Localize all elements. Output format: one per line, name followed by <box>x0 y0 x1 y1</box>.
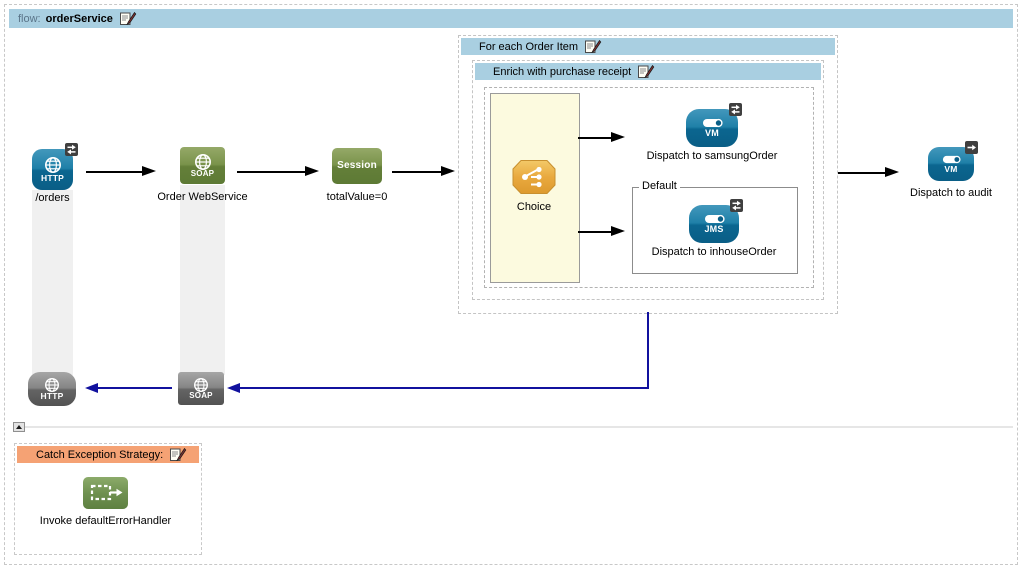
flow-header[interactable]: flow: orderService <box>9 9 1013 28</box>
jms-icon[interactable]: JMS <box>689 199 743 243</box>
session-icon-text: Session <box>337 160 377 171</box>
globe-icon <box>45 377 60 392</box>
flow-ref-glyph-icon <box>90 484 123 501</box>
cylinder-icon <box>942 155 961 164</box>
one-way-badge-icon[interactable] <box>965 141 978 154</box>
http-icon-text: HTTP <box>41 172 64 183</box>
choice-router[interactable]: Choice <box>511 158 557 213</box>
arrowhead-icon <box>305 166 319 176</box>
node-label: Dispatch to inhouseOrder <box>651 246 777 258</box>
edit-foreach-icon[interactable] <box>585 40 602 53</box>
two-way-exchange-badge-icon[interactable] <box>729 103 742 116</box>
foreach-scope-title: For each Order Item <box>479 40 579 53</box>
catch-exception-title: Catch Exception Strategy: <box>36 448 164 461</box>
vm-icon-text: VM <box>944 163 958 174</box>
connector-arrow <box>838 172 886 174</box>
globe-icon <box>44 156 61 173</box>
globe-icon <box>193 377 209 392</box>
invoke-icon[interactable] <box>83 477 128 509</box>
choice-branch-connector <box>578 137 612 139</box>
soap-response-endpoint[interactable]: SOAP <box>178 372 224 405</box>
flow-label-prefix: flow: <box>18 12 41 25</box>
globe-icon <box>194 153 211 170</box>
node-label: Choice <box>516 201 552 213</box>
response-connector <box>647 312 649 389</box>
section-separator <box>25 426 1013 428</box>
jms-inhouse-endpoint[interactable]: JMS Dispatch to inhouseOrder <box>652 199 776 258</box>
http-icon-text: HTTP <box>40 390 64 401</box>
soap-component[interactable]: SOAP Order WebService <box>157 147 248 203</box>
enrich-scope-title: Enrich with purchase receipt <box>493 65 632 78</box>
enrich-process-area <box>484 87 814 288</box>
node-label: /orders <box>35 192 70 204</box>
response-connector <box>238 387 649 389</box>
edit-flow-icon[interactable] <box>119 12 137 25</box>
edit-exception-icon[interactable] <box>170 448 187 461</box>
choice-icon[interactable] <box>511 158 557 196</box>
arrowhead-icon <box>611 132 625 142</box>
enrich-scope[interactable]: Enrich with purchase receipt <box>472 60 824 300</box>
arrowhead-icon <box>142 166 156 176</box>
triangle-icon <box>16 425 22 429</box>
soap-icon-text: SOAP <box>189 390 213 400</box>
two-way-exchange-badge-icon[interactable] <box>65 143 78 156</box>
vm-icon[interactable]: VM <box>928 141 978 181</box>
vm-audit-endpoint[interactable]: VM Dispatch to audit <box>910 141 992 199</box>
connector-arrow <box>237 171 307 173</box>
arrowhead-icon <box>885 167 899 177</box>
vm-samsung-endpoint[interactable]: VM Dispatch to samsungOrder <box>647 103 777 162</box>
jms-icon-text: JMS <box>704 224 724 234</box>
cylinder-icon <box>704 214 725 224</box>
default-branch-label: Default <box>639 180 680 192</box>
arrowhead-icon <box>85 383 98 393</box>
foreach-scope-header[interactable]: For each Order Item <box>461 38 835 55</box>
http-inbound-endpoint[interactable]: HTTP /orders <box>32 143 78 204</box>
catch-exception-header[interactable]: Catch Exception Strategy: <box>17 446 199 463</box>
arrowhead-icon <box>441 166 455 176</box>
soap-icon[interactable]: SOAP <box>180 147 225 184</box>
http-lane <box>32 190 73 375</box>
http-gray-icon[interactable]: HTTP <box>28 372 76 406</box>
edit-enrich-icon[interactable] <box>638 65 655 78</box>
http-response-endpoint[interactable]: HTTP <box>28 372 76 406</box>
choice-branch-connector <box>578 231 612 233</box>
session-icon[interactable]: Session <box>332 148 382 184</box>
flow-outer-border <box>4 4 1018 565</box>
cylinder-icon <box>702 118 723 128</box>
connector-arrow <box>86 171 144 173</box>
vm-icon[interactable]: VM <box>686 103 742 147</box>
node-label: Invoke defaultErrorHandler <box>39 515 172 527</box>
response-connector <box>96 387 172 389</box>
enrich-scope-header[interactable]: Enrich with purchase receipt <box>475 63 821 80</box>
http-icon[interactable]: HTTP <box>32 143 78 190</box>
vm-icon-text: VM <box>705 128 719 138</box>
node-label: totalValue=0 <box>326 191 388 203</box>
node-label: Order WebService <box>157 191 248 203</box>
session-variable-component[interactable]: Session totalValue=0 <box>327 148 387 203</box>
arrowhead-icon <box>227 383 240 393</box>
arrowhead-icon <box>611 226 625 236</box>
soap-gray-icon[interactable]: SOAP <box>178 372 224 405</box>
node-label: Dispatch to audit <box>910 187 992 199</box>
node-label: Dispatch to samsungOrder <box>646 150 778 162</box>
collapse-exception-section-button[interactable] <box>13 422 25 432</box>
two-way-exchange-badge-icon[interactable] <box>730 199 743 212</box>
flow-ref-invoke-component[interactable]: Invoke defaultErrorHandler <box>40 477 171 527</box>
soap-lane <box>180 185 225 375</box>
flow-name: orderService <box>45 12 113 25</box>
soap-icon-text: SOAP <box>190 168 215 178</box>
connector-arrow <box>392 171 442 173</box>
catch-exception-scope[interactable]: Catch Exception Strategy: <box>14 443 202 555</box>
